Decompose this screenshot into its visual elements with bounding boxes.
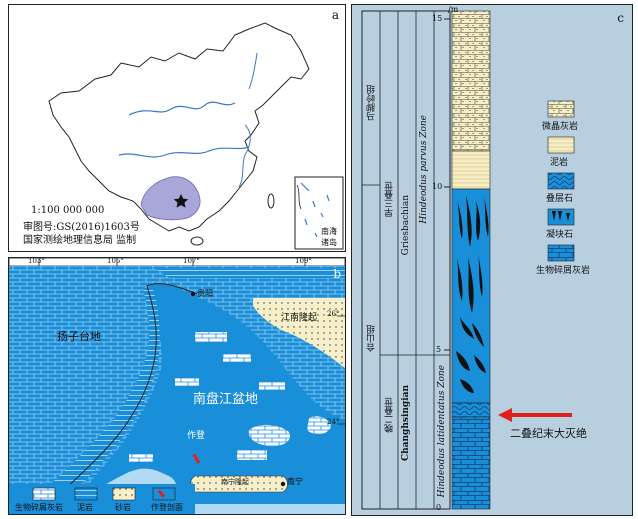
formation-heshan: 合山组: [367, 325, 377, 352]
panel-a-label: a: [331, 8, 339, 22]
panel-b-label: b: [333, 267, 341, 281]
hainan-island: [190, 236, 204, 246]
depth-tick-5: 5: [436, 345, 442, 354]
legend-swatch-bioclastic: [32, 487, 56, 501]
series-late-permian: 晚二叠世: [385, 397, 395, 433]
label-nanning-uplift: 南宁隆起: [221, 478, 249, 486]
coast-water: [238, 124, 251, 188]
lat-tick-26: 26°: [327, 310, 340, 318]
label-nanning: 南宁: [287, 477, 303, 486]
map-scale: 1:100 000 000: [31, 205, 105, 216]
legend-label-sandstone: 砂岩: [115, 503, 131, 512]
litho-mudstone: [451, 150, 491, 190]
legend-swatch-mudstone: [74, 487, 98, 501]
stage-griesbachian: Griesbachian: [401, 195, 411, 256]
carbonate-platform-2: [223, 354, 251, 362]
label-zuodeng: 作登: [187, 431, 206, 441]
south-china-sea-inset: [294, 176, 344, 250]
depth-tick-10: 10: [432, 182, 443, 191]
inset-label-zhudao: 诸岛: [321, 238, 337, 247]
yellow-river: [128, 101, 236, 116]
label-yangtze-platform: 扬子台地: [57, 330, 101, 343]
depth-unit: /m: [448, 5, 459, 14]
taiwan-island: [267, 193, 275, 209]
carbonate-platform-1: [195, 332, 227, 342]
legend-swatch-micritic: [547, 100, 575, 118]
northeast-river: [248, 52, 258, 90]
zone-hindeodus-latidentatus: Hindeodus latidentatus Zone: [437, 365, 447, 498]
china-border: [48, 22, 310, 232]
location-star-icon: [173, 194, 189, 208]
carbonate-platform-3: [175, 378, 199, 386]
series-early-triassic: 早三叠世: [385, 181, 395, 217]
lat-tick-24: 24°: [327, 418, 340, 426]
lon-tick-107: 107°: [183, 257, 200, 265]
nanning-point: [280, 481, 286, 487]
lon-tick-103: 103°: [28, 257, 45, 265]
panel-a-china-map: a 1:100 000 000 审图号:GS(2016)1603号 国家测绘地理…: [8, 4, 346, 252]
platform-basin-boundary: [48, 283, 198, 505]
depth-tick-15: 15: [432, 14, 443, 23]
yangtze-river: [118, 146, 250, 158]
lon-tick-109: 109°: [295, 257, 312, 265]
legend-label-bioclastic-c: 生物碎屑灰岩: [536, 266, 591, 276]
guiyang-point: [190, 291, 196, 297]
carbonate-platform-5: [248, 424, 291, 446]
legend-label-section: 作登剖面: [151, 503, 183, 512]
legend-label-stromatolite: 叠层石: [546, 194, 574, 204]
carbonate-platform-6: [307, 416, 331, 435]
carbonate-platform-8: [129, 454, 153, 462]
depth-tick-0: 0: [436, 503, 442, 512]
legend-label-mudstone: 泥岩: [77, 503, 93, 512]
panel-c-stratigraphic-column: c /m 15 10 5 0 马脚岭组 合山组 早三叠世 晚二叠世 Griesb…: [351, 4, 633, 516]
label-jiangnan-uplift: 江南隆起: [281, 313, 318, 323]
litho-bioclastic: [451, 416, 491, 510]
legend-label-thrombolite: 凝块石: [546, 230, 574, 240]
extinction-arrow-icon: [498, 408, 572, 422]
paleogeography-svg: [9, 258, 345, 514]
zuodeng-section-icon: [192, 453, 201, 464]
panel-b-paleogeography-map: b 103° 105° 107° 109° 26° 24° 扬子台地 贵阳 江南…: [8, 257, 346, 515]
thrombolite-clots: [456, 195, 489, 393]
litho-stromatolite: [451, 402, 491, 418]
carbonate-platform-4: [259, 382, 285, 390]
legend-swatch-sandstone: [112, 487, 136, 501]
litho-micritic-top: [451, 10, 491, 152]
label-guiyang: 贵阳: [197, 289, 213, 298]
legend-swatch-section: [152, 487, 176, 501]
legend-swatch-bioclastic-c: [547, 244, 575, 262]
jiangnan-uplift-area: [253, 298, 345, 368]
inset-label-nanhai: 南海: [321, 227, 337, 236]
china-outline-map: [48, 22, 344, 250]
map-approval-number: 审图号:GS(2016)1603号: [23, 222, 140, 233]
panel-c-label: c: [617, 11, 624, 25]
legend-swatch-stromatolite: [547, 172, 575, 190]
carbonate-platform-7: [237, 450, 267, 460]
lon-tick-105: 105°: [107, 257, 124, 265]
legend-label-mudstone-c: 泥岩: [550, 158, 569, 168]
stage-changhsingian: Changhsingian: [401, 385, 411, 462]
zone-hindeodus-parvus: Hindeodus parvus Zone: [419, 115, 429, 224]
study-area-region: [140, 176, 201, 221]
column-svg: [361, 10, 575, 510]
legend-swatch-mudstone-c: [547, 136, 575, 154]
formation-majiaoling: 马脚岭组: [367, 85, 377, 121]
map-agency: 国家测绘地理信息局 监制: [23, 235, 137, 246]
legend-label-bioclastic: 生物碎屑灰岩: [15, 503, 63, 512]
label-nanpanjiang-basin: 南盘江盆地: [193, 392, 259, 407]
label-end-permian-extinction: 二叠纪末大灭绝: [510, 427, 587, 440]
legend-label-micritic: 微晶灰岩: [542, 122, 579, 132]
nanning-uplift-area: [190, 475, 288, 493]
